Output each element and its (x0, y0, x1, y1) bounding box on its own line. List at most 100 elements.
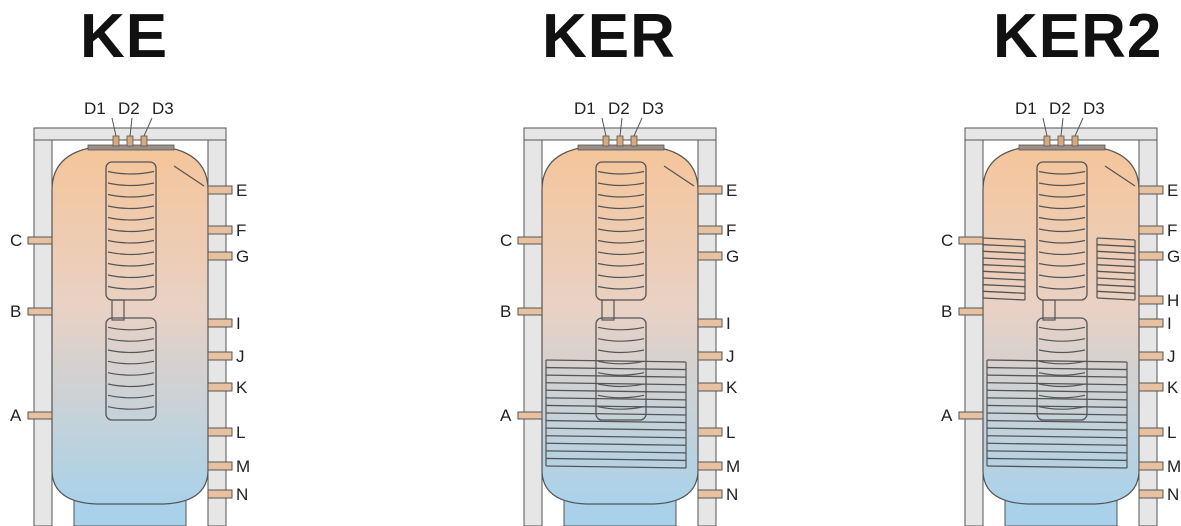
right-connection-label: E (1167, 181, 1178, 200)
tank-body (541, 145, 699, 505)
coil-turn (1038, 228, 1086, 233)
right-connection-stub (207, 489, 233, 499)
right-connection-label: M (726, 457, 740, 476)
coil-riser (111, 299, 125, 321)
coil-turn (982, 284, 1026, 288)
coil-turn (597, 285, 645, 290)
top-label-leader (601, 117, 607, 137)
coil-turn (1038, 205, 1086, 210)
coil-turn (1096, 284, 1136, 288)
coil-turn (597, 360, 645, 365)
right-connection-label: G (236, 247, 249, 266)
coil-turn (1096, 290, 1136, 294)
left-connection-stub (517, 411, 543, 420)
right-connection-stub (697, 489, 723, 499)
coil-turn (1038, 274, 1086, 279)
coil-outline (595, 161, 647, 301)
right-connection-label: F (726, 221, 736, 240)
coil-turn (1096, 297, 1136, 301)
inlet-diffuser (173, 165, 205, 187)
coil-turn (545, 419, 687, 424)
right-connection-label: K (726, 378, 738, 397)
coil-turn (986, 457, 1128, 462)
coil-turn (1038, 285, 1086, 290)
top-connection-pipe (126, 135, 134, 147)
right-connection-label: E (726, 181, 737, 200)
coil-turn (107, 228, 155, 233)
right-connection-label: I (236, 314, 241, 333)
top-label-leader (1042, 117, 1048, 137)
coil-turn (986, 427, 1128, 431)
top-label-leader (143, 117, 153, 137)
tank-body (51, 145, 209, 505)
left-connection-stub (958, 307, 984, 316)
coil-turn (107, 394, 155, 399)
right-connection-label: K (1167, 378, 1179, 397)
coil-turn (597, 274, 645, 279)
coil-turn (597, 326, 645, 331)
coil-turn (107, 216, 155, 221)
upper-coil-top (595, 161, 647, 301)
coil-turn (107, 170, 155, 175)
left-connection-label: A (941, 406, 953, 425)
coil-turn (982, 250, 1026, 254)
right-connection-stub (207, 251, 233, 261)
top-connection-label: D3 (1083, 99, 1105, 118)
coil-turn (597, 338, 645, 342)
coil-turn (545, 457, 687, 462)
coil-turn (107, 262, 155, 267)
right-connection-label: J (726, 347, 735, 366)
right-connection-label: J (1167, 347, 1176, 366)
coil-turn (545, 442, 687, 446)
left-connection-stub (27, 236, 53, 245)
coil-turn (107, 383, 155, 388)
coil-outline (105, 161, 157, 301)
coil-turn (1038, 251, 1086, 256)
right-connection-label: N (236, 485, 248, 504)
coil-turn (545, 397, 687, 401)
coil-turn (597, 205, 645, 210)
coil-turn (597, 383, 645, 388)
top-connection-pipe (1071, 135, 1079, 147)
coil-turn (597, 239, 645, 244)
coil-turn (986, 412, 1128, 416)
left-connection-label: B (500, 302, 511, 321)
coil-turn (597, 170, 645, 175)
right-connection-label: K (236, 378, 248, 397)
tank-title: KER2 (993, 2, 1163, 71)
coil-turn (1038, 182, 1086, 187)
coil-turn (1038, 239, 1086, 244)
coil-turn (986, 450, 1128, 454)
coil-turn (982, 297, 1026, 301)
coil-turn (597, 193, 645, 198)
coil-turn (545, 465, 687, 469)
coil-turn (107, 182, 155, 187)
coil-turn (1096, 277, 1136, 281)
coil-turn (545, 382, 687, 386)
left-connection-label: C (500, 231, 512, 250)
coil-riser (1042, 299, 1056, 321)
upper-coil-top (1036, 161, 1088, 301)
coil-turn (597, 372, 645, 376)
coil-turn (107, 406, 155, 410)
coil-turn (107, 326, 155, 331)
right-connection-stub (1138, 461, 1164, 471)
coil-turn (545, 359, 687, 363)
left-connection-stub (958, 411, 984, 420)
right-connection-label: I (1167, 314, 1172, 333)
right-connection-stub (1138, 489, 1164, 499)
coil-riser (601, 299, 615, 321)
coil-turn (1096, 237, 1136, 241)
coil-turn (597, 262, 645, 267)
right-connection-label: H (1167, 291, 1179, 310)
coil-turn (545, 450, 687, 454)
coil-turn (1038, 383, 1086, 388)
top-connection-label: D1 (1015, 99, 1037, 118)
coil-turn (982, 277, 1026, 281)
coil-turn (597, 216, 645, 221)
